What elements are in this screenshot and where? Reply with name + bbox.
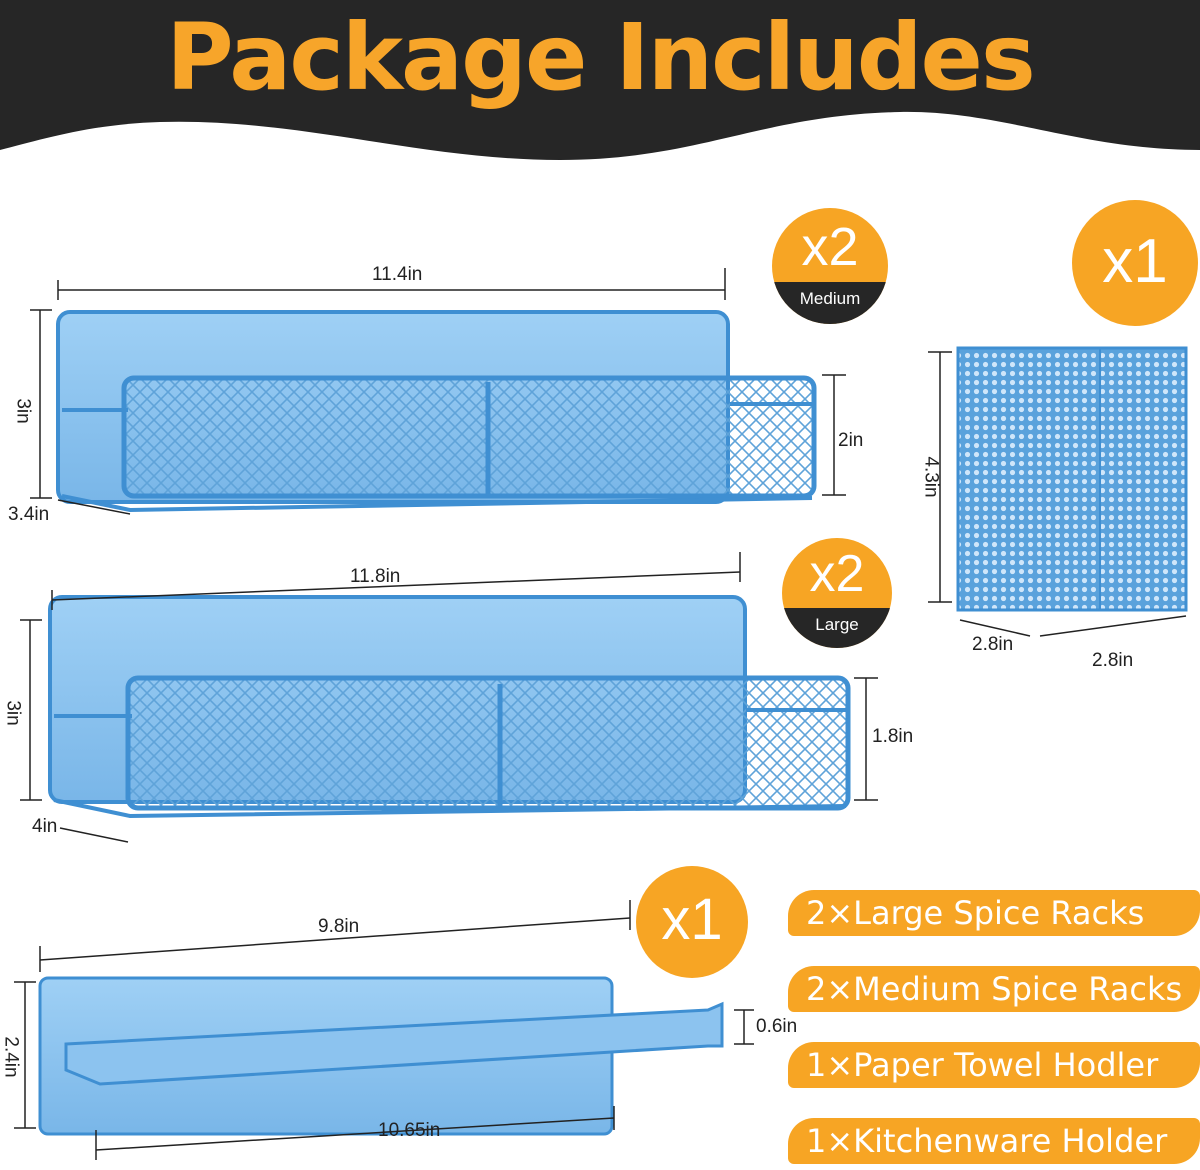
medium-depth-label: 3.4in xyxy=(8,504,50,525)
towel-lip-label: 0.6in xyxy=(756,1016,798,1037)
medium-width-label: 11.4in xyxy=(372,264,423,285)
page-title: Package Includes xyxy=(166,4,1035,111)
towel-dimension-lines xyxy=(14,900,754,1160)
towel-count-badge: x1 xyxy=(636,866,748,978)
towel-top-width-label: 9.8in xyxy=(318,916,360,937)
holder-depth-label: 2.8in xyxy=(972,634,1014,655)
contents-item-large-racks: 2×Large Spice Racks xyxy=(788,890,1200,936)
holder-width-label: 2.8in xyxy=(1092,650,1134,671)
large-depth-label: 4in xyxy=(32,816,58,837)
contents-item-medium-racks: 2×Medium Spice Racks xyxy=(788,966,1200,1012)
medium-front-label: 2in xyxy=(838,430,864,451)
large-label: Large xyxy=(782,608,892,648)
header-band xyxy=(0,0,1200,160)
medium-height-label: 3in xyxy=(12,398,34,424)
large-front-label: 1.8in xyxy=(872,726,914,747)
large-spice-rack xyxy=(48,595,851,819)
contents-item-kitchenware-holder: 1×Kitchenware Holder xyxy=(788,1118,1200,1164)
medium-count: x2 xyxy=(801,217,859,277)
holder-count-badge: x1 xyxy=(1072,200,1198,326)
kitchenware-holder xyxy=(956,346,1188,612)
large-count-badge: x2 Large xyxy=(782,538,892,648)
holder-dimension-lines xyxy=(928,351,1187,637)
contents-item-towel-holder: 1×Paper Towel Hodler xyxy=(788,1042,1200,1088)
towel-height-label: 2.4in xyxy=(0,1036,22,1078)
large-height-label: 3in xyxy=(2,700,24,726)
holder-count: x1 xyxy=(1102,227,1168,296)
holder-height-label: 4.3in xyxy=(920,456,942,498)
large-rack-dimension-lines xyxy=(20,552,878,843)
medium-label: Medium xyxy=(772,282,888,324)
towel-count: x1 xyxy=(661,887,723,952)
medium-count-badge: x2 Medium xyxy=(772,208,888,324)
paper-towel-holder xyxy=(38,976,724,1136)
large-count: x2 xyxy=(809,545,865,603)
large-width-label: 11.8in xyxy=(350,566,401,587)
towel-bottom-width-label: 10.65in xyxy=(378,1120,441,1141)
medium-spice-rack xyxy=(56,310,817,513)
medium-rack-dimension-lines xyxy=(30,268,846,515)
